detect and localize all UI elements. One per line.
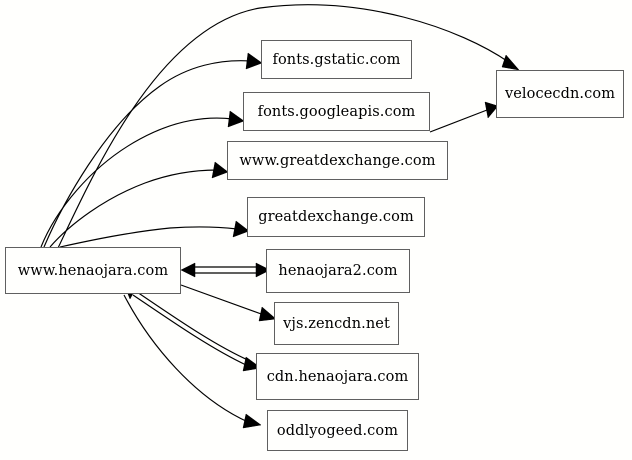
- node-vjs-zencdn[interactable]: vjs.zencdn.net: [274, 302, 399, 345]
- node-greatdexchange[interactable]: greatdexchange.com: [247, 197, 425, 237]
- node-label-vjs-zencdn: vjs.zencdn.net: [283, 315, 390, 332]
- node-www-greatdexchange[interactable]: www.greatdexchange.com: [227, 141, 448, 180]
- node-www-henaojara[interactable]: www.henaojara.com: [5, 247, 181, 294]
- node-label-cdn-henaojara: cdn.henaojara.com: [266, 368, 409, 385]
- node-label-oddlyogeed: oddlyogeed.com: [276, 422, 399, 439]
- edge-www-henaojara-to-oddlyogeed: [123, 294, 262, 429]
- edge-fonts-googleapis-to-velocecdn: [429, 101, 499, 133]
- edge-www-henaojara-to-vjs-zencdn: [180, 284, 277, 322]
- edge-www-henaojara-to-fonts-googleapis: [40, 110, 245, 248]
- node-label-fonts-googleapis: fonts.googleapis.com: [257, 103, 416, 120]
- node-label-fonts-gstatic: fonts.gstatic.com: [272, 51, 401, 68]
- node-label-velocecdn: velocecdn.com: [504, 86, 616, 102]
- node-label-henaojara2: henaojara2.com: [278, 263, 398, 279]
- node-oddlyogeed[interactable]: oddlyogeed.com: [267, 410, 408, 451]
- node-cdn-henaojara[interactable]: cdn.henaojara.com: [256, 353, 419, 400]
- node-label-www-henaojara: www.henaojara.com: [17, 262, 169, 279]
- node-fonts-gstatic[interactable]: fonts.gstatic.com: [261, 40, 412, 79]
- node-velocecdn[interactable]: velocecdn.com: [496, 70, 624, 118]
- edge-www-henaojara-to-www-greatdexchange: [49, 161, 229, 248]
- node-label-greatdexchange: greatdexchange.com: [258, 209, 414, 225]
- edge-www-henaojara-to-greatdexchange: [59, 220, 250, 248]
- node-henaojara2[interactable]: henaojara2.com: [266, 249, 410, 293]
- edge-www-henaojara-to-henaojara2: [180, 262, 271, 278]
- edge-www-henaojara-to-velocecdn: [57, 4, 520, 249]
- node-label-www-greatdexchange: www.greatdexchange.com: [239, 152, 436, 169]
- node-fonts-googleapis[interactable]: fonts.googleapis.com: [243, 92, 430, 131]
